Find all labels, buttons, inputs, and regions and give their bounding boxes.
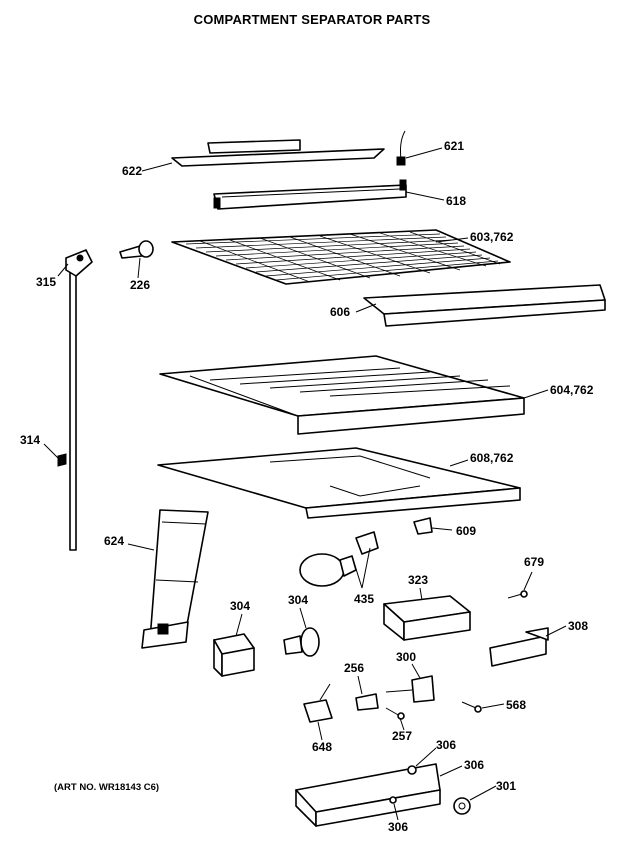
part-304-thermostat-b <box>283 627 320 657</box>
part-608-separator <box>157 447 521 519</box>
part-306-bracket <box>295 763 441 827</box>
part-568-screw <box>461 701 482 713</box>
part-256-clip <box>355 693 379 711</box>
callout-648: 648 <box>312 740 332 754</box>
callout-306-a: 306 <box>436 738 456 752</box>
callout-226: 226 <box>130 278 150 292</box>
part-679-screw <box>507 590 528 599</box>
callout-624: 624 <box>104 534 124 548</box>
callout-306-b: 306 <box>464 758 484 772</box>
leader-lines <box>43 147 567 821</box>
callout-257: 257 <box>392 729 412 743</box>
part-621-wire <box>396 130 406 166</box>
part-323-bracket <box>383 595 471 641</box>
part-304-thermostat-a <box>213 633 255 677</box>
callout-679: 679 <box>524 555 544 569</box>
part-314-clip <box>57 453 67 467</box>
callout-604-762: 604,762 <box>550 383 594 397</box>
callout-314: 314 <box>20 433 40 447</box>
part-606-trim <box>363 284 606 327</box>
callout-306-c: 306 <box>388 820 408 834</box>
callout-609: 609 <box>456 524 476 538</box>
part-435-lamp <box>299 531 379 587</box>
part-604-separator <box>159 355 525 435</box>
callout-308: 308 <box>568 619 588 633</box>
part-622-cover <box>171 139 385 167</box>
art-number: (ART NO. WR18143 C6) <box>54 782 159 793</box>
callout-304-b: 304 <box>288 593 308 607</box>
callout-323: 323 <box>408 573 428 587</box>
part-609-clip <box>413 517 433 535</box>
callout-300: 300 <box>396 650 416 664</box>
callout-608-762: 608,762 <box>470 451 514 465</box>
callout-622: 622 <box>122 164 142 178</box>
part-226-screw <box>119 240 154 259</box>
part-315-rod <box>65 249 93 551</box>
callout-304-a: 304 <box>230 599 250 613</box>
callout-568: 568 <box>506 698 526 712</box>
callout-301: 301 <box>496 779 516 793</box>
callout-256: 256 <box>344 661 364 675</box>
callout-603-762: 603,762 <box>470 230 514 244</box>
callout-435: 435 <box>354 592 374 606</box>
part-648-relay <box>303 683 333 723</box>
callout-621: 621 <box>444 139 464 153</box>
part-308-plate <box>489 627 549 667</box>
part-257-screw <box>385 707 405 720</box>
part-603-shelf <box>171 229 511 285</box>
page-title: COMPARTMENT SEPARATOR PARTS <box>194 12 431 27</box>
callout-315: 315 <box>36 275 56 289</box>
callout-606: 606 <box>330 305 350 319</box>
part-300-switch <box>385 675 435 703</box>
part-301-grommet <box>453 797 471 815</box>
part-618-bar <box>213 179 407 210</box>
part-624-duct <box>141 509 209 649</box>
callout-618: 618 <box>446 194 466 208</box>
